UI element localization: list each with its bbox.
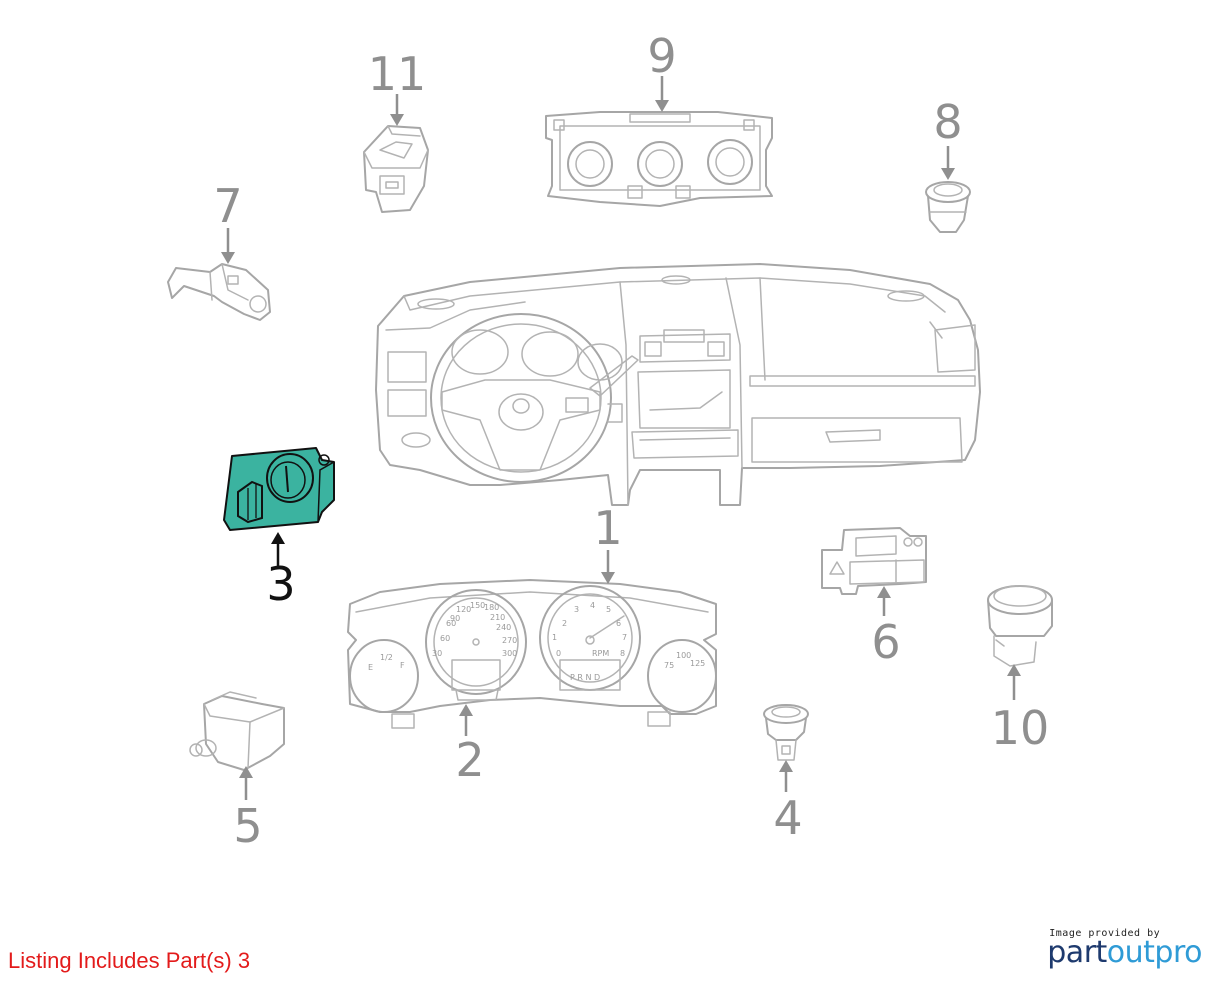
svg-text:5: 5 xyxy=(606,605,611,614)
part-6-hazard-switch[interactable] xyxy=(821,527,927,595)
svg-text:0: 0 xyxy=(556,649,561,658)
svg-text:3: 3 xyxy=(574,605,579,614)
callout-8: 8 xyxy=(933,95,962,149)
listing-note: Listing Includes Part(s) 3 xyxy=(8,948,251,973)
svg-text:100: 100 xyxy=(676,651,691,660)
svg-text:125: 125 xyxy=(690,659,705,668)
svg-text:150: 150 xyxy=(470,601,485,610)
svg-text:120: 120 xyxy=(456,605,471,614)
dashboard-illustration xyxy=(375,263,981,506)
part-11-seat-switch[interactable] xyxy=(363,125,429,213)
callout-11: 11 xyxy=(368,47,427,101)
svg-text:90: 90 xyxy=(450,614,460,623)
svg-text:2: 2 xyxy=(562,619,567,628)
svg-text:4: 4 xyxy=(590,601,595,610)
callout-4: 4 xyxy=(773,791,802,845)
svg-text:75: 75 xyxy=(664,661,674,670)
svg-text:270: 270 xyxy=(502,636,517,645)
svg-text:60: 60 xyxy=(446,619,456,628)
callout-7: 7 xyxy=(213,179,242,233)
svg-text:F: F xyxy=(400,661,405,670)
svg-text:8: 8 xyxy=(620,649,625,658)
svg-text:60: 60 xyxy=(440,634,450,643)
svg-text:240: 240 xyxy=(496,623,511,632)
svg-text:7: 7 xyxy=(622,633,627,642)
brand-provided-by: Image provided by xyxy=(1049,928,1161,939)
callout-6: 6 xyxy=(871,615,900,669)
callout-5: 5 xyxy=(233,799,262,853)
svg-text:RPM: RPM xyxy=(592,649,609,658)
part-9-climate-control[interactable] xyxy=(545,111,773,207)
svg-text:210: 210 xyxy=(490,613,505,622)
brand-logo: Image provided by partoutpro xyxy=(1047,928,1202,969)
svg-text:E: E xyxy=(368,663,373,672)
brand-name: partoutpro xyxy=(1047,935,1202,970)
part-7-sensor[interactable] xyxy=(167,263,271,321)
callout-9: 9 xyxy=(647,29,676,83)
svg-text:1: 1 xyxy=(552,633,557,642)
part-10-knob[interactable] xyxy=(987,585,1053,667)
part-3-headlamp-switch[interactable] xyxy=(223,447,335,531)
part-5-switch-module[interactable] xyxy=(189,691,285,771)
part-8-button[interactable] xyxy=(925,181,971,233)
callout-10: 10 xyxy=(991,701,1050,755)
svg-text:6: 6 xyxy=(616,619,621,628)
svg-text:30: 30 xyxy=(432,649,442,658)
svg-text:1/2: 1/2 xyxy=(380,653,393,662)
callout-1: 1 xyxy=(593,501,622,555)
part-4-button[interactable] xyxy=(763,704,809,761)
part-1-2-instrument-cluster[interactable]: 30 60 60 90 120 150 180 210 240 270 300 … xyxy=(347,579,717,729)
svg-text:300: 300 xyxy=(502,649,517,658)
callout-3: 3 xyxy=(266,557,295,611)
svg-text:180: 180 xyxy=(484,603,499,612)
svg-text:P R N D: P R N D xyxy=(570,673,600,682)
callout-2: 2 xyxy=(455,733,484,787)
